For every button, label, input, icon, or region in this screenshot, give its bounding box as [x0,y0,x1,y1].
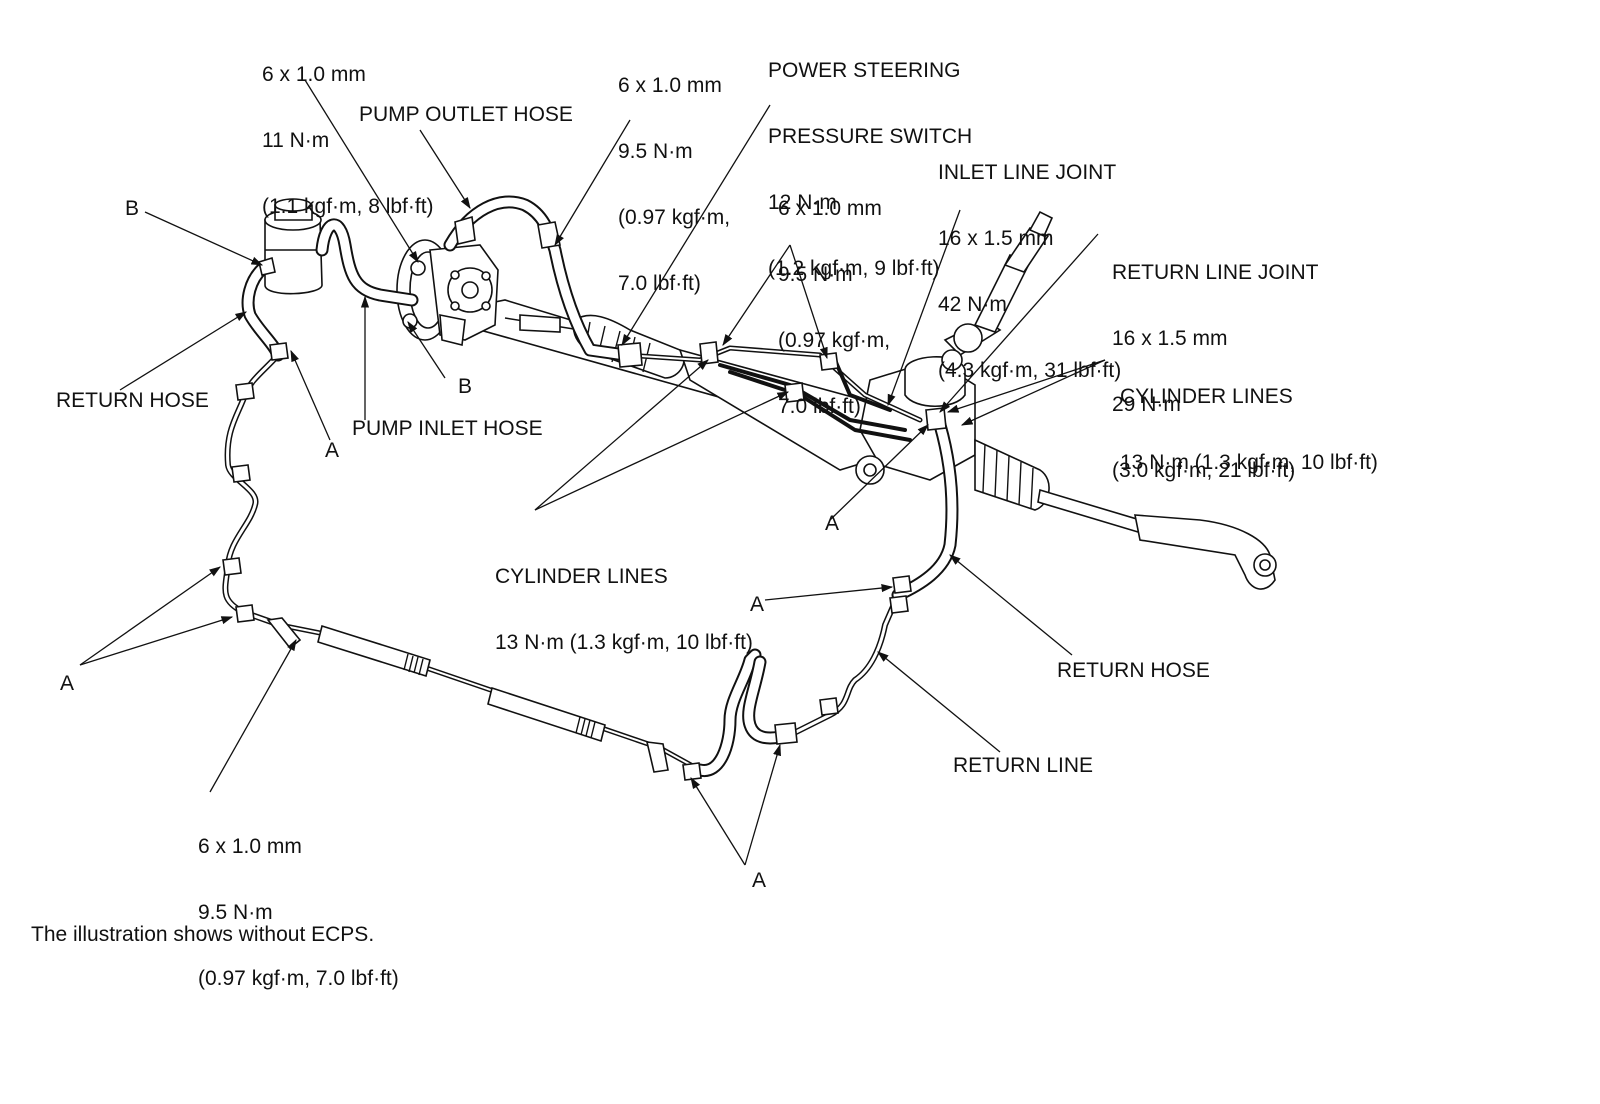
letter-a-rack: A [825,512,840,535]
illustration-note: The illustration shows without ECPS. [31,923,375,946]
cylinder-lines-right-label: CYLINDER LINES 13 N·m (1.3 kgf·m, 10 lbf… [1120,385,1378,474]
return-line-label: RETURN LINE [953,754,1094,777]
pump-bolt-spec: 6 x 1.0 mm 11 N·m (1.1 kgf·m, 8 lbf·ft) [262,63,434,218]
outlet-clamp-spec: 6 x 1.0 mm 9.5 N·m (0.97 kgf·m, 7.0 lbf·… [618,74,731,295]
letter-b-top: B [125,197,140,220]
letter-a-left-lower: A [60,672,75,695]
lower-clamp-spec: 6 x 1.0 mm 9.5 N·m (0.97 kgf·m, 7.0 lbf·… [198,835,399,990]
letter-a-bottom: A [752,869,767,892]
pump-outlet-hose-label: PUMP OUTLET HOSE [359,103,573,126]
letter-a-left-upper: A [325,439,340,462]
cyl-clamp-spec: 6 x 1.0 mm 9.5 N·m (0.97 kgf·m, 7.0 lbf·… [778,197,891,418]
ps-pressure-switch-label: POWER STEERING PRESSURE SWITCH 12 N·m (1… [768,59,973,280]
return-hose-left-label: RETURN HOSE [56,389,209,412]
return-hose-right-label: RETURN HOSE [1057,659,1210,682]
inlet-line-joint-label: INLET LINE JOINT 16 x 1.5 mm 42 N·m (4.3… [938,161,1122,382]
letter-b-pump: B [458,375,473,398]
clamps [222,215,947,781]
leader-lines [79,79,1106,866]
reservoir [264,198,323,295]
letter-a-right: A [750,593,765,616]
return-line-joint-label: RETURN LINE JOINT 16 x 1.5 mm 29 N·m (3.… [1112,261,1319,482]
pump-inlet-hose-label: PUMP INLET HOSE [352,417,543,440]
cylinder-lines-center-label: CYLINDER LINES 13 N·m (1.3 kgf·m, 10 lbf… [495,565,753,654]
